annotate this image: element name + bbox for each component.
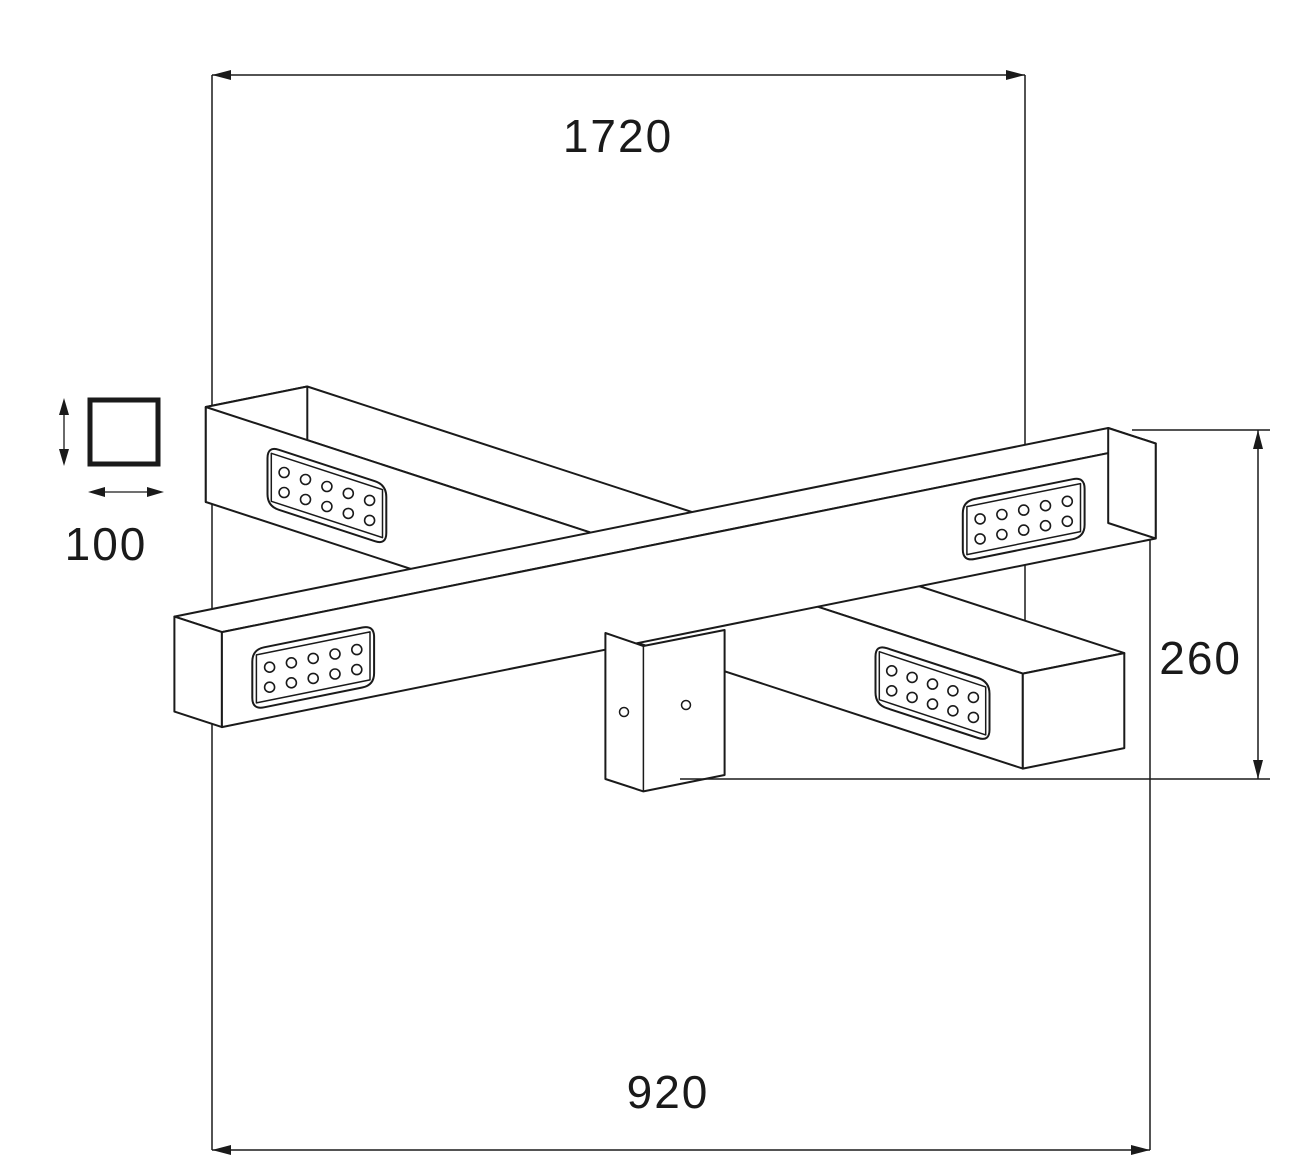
led-dot	[363, 494, 376, 507]
led-dot	[1061, 515, 1074, 528]
beam-long-right-end-face	[1021, 652, 1126, 770]
arrowhead-left-icon	[212, 1145, 231, 1155]
led-module-frame	[251, 626, 376, 709]
led-dot	[1061, 495, 1074, 508]
led-dots	[885, 664, 980, 724]
led-dot	[906, 691, 918, 704]
led-dot	[278, 466, 290, 479]
led-dot	[263, 661, 276, 674]
led-dot	[263, 681, 276, 694]
led-dot	[363, 514, 376, 527]
led-dot	[926, 698, 939, 710]
led-dot	[947, 704, 959, 717]
center-canopy-box	[604, 629, 726, 793]
profile-section: 100	[59, 397, 164, 570]
arrowhead-right-icon	[147, 487, 164, 497]
led-dot	[285, 656, 298, 669]
dimension-value-width: 920	[627, 1066, 710, 1118]
led-dot	[299, 473, 312, 486]
led-dot	[1039, 499, 1052, 512]
mounting-hole-icon	[618, 706, 630, 718]
led-dots	[263, 643, 363, 694]
led-dot	[329, 668, 341, 680]
led-dot	[996, 508, 1008, 521]
led-module-frame	[266, 447, 388, 544]
led-dot	[329, 648, 341, 660]
led-dot	[278, 486, 290, 499]
beam-short-left-end-face	[173, 615, 223, 729]
led-dots	[974, 495, 1074, 545]
led-module-upper-left	[266, 447, 388, 544]
arrowhead-left-icon	[88, 487, 105, 497]
led-dot	[285, 676, 298, 689]
arrowhead-right-icon	[1131, 1145, 1150, 1155]
led-module-bezel	[270, 452, 384, 539]
led-dot	[974, 513, 986, 525]
led-dot	[967, 691, 980, 704]
dimension-right: 260	[680, 429, 1270, 780]
arrowhead-up-icon	[1253, 430, 1263, 449]
led-module-bezel	[966, 482, 1082, 556]
arrowhead-down-icon	[1253, 760, 1263, 779]
led-dot	[967, 711, 980, 724]
arrowhead-right-icon	[1006, 70, 1025, 80]
dimension-bottom: 920	[212, 1066, 1150, 1155]
led-dot	[321, 500, 333, 513]
led-dot	[974, 533, 986, 545]
led-dot	[885, 664, 898, 677]
beam-short-right-end-face	[1107, 427, 1157, 540]
dimension-value-height: 260	[1159, 632, 1242, 684]
led-dot	[885, 684, 898, 697]
led-dot	[321, 480, 333, 493]
led-dot	[299, 493, 312, 506]
led-dot	[307, 672, 320, 685]
led-module-upper-right	[961, 477, 1086, 561]
led-dot	[350, 663, 363, 676]
led-dot	[342, 487, 355, 500]
led-dot	[342, 507, 355, 520]
beam-short	[173, 427, 1157, 729]
led-dot	[350, 643, 363, 656]
led-module-frame	[874, 646, 991, 740]
led-dot	[996, 528, 1008, 541]
arrowhead-down-icon	[59, 449, 69, 466]
led-dots	[278, 466, 376, 527]
led-module-bezel	[255, 631, 371, 704]
led-module-lower-right	[874, 646, 991, 740]
led-module-lower-left	[251, 626, 376, 709]
led-module-bezel	[878, 650, 987, 736]
led-dot	[906, 671, 918, 684]
mounting-hole-icon	[680, 699, 692, 711]
led-dot	[926, 678, 939, 690]
dimension-value-overall-length: 1720	[563, 110, 673, 162]
led-dot	[1039, 519, 1052, 532]
led-dot	[1017, 524, 1030, 536]
arrowhead-up-icon	[59, 398, 69, 415]
arrowhead-left-icon	[212, 70, 231, 80]
led-dot	[1017, 504, 1030, 516]
led-module-frame	[961, 477, 1086, 561]
led-dot	[947, 684, 959, 697]
dimension-value-profile: 100	[65, 518, 148, 570]
dimension-top: 1720	[212, 70, 1025, 162]
led-dot	[307, 652, 320, 665]
profile-square	[87, 397, 161, 467]
